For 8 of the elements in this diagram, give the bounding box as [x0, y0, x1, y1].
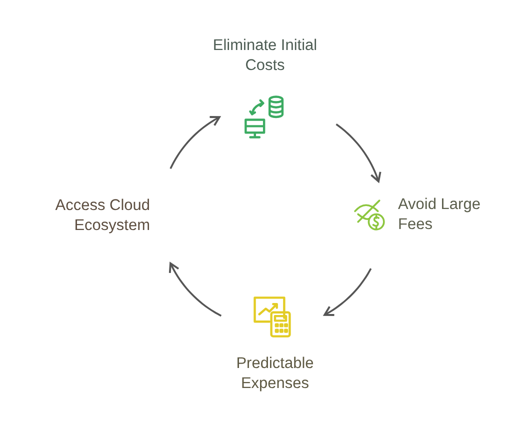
step-label: Access Cloud Ecosystem [54, 196, 150, 236]
curved-arrow [336, 124, 382, 182]
curved-arrow [168, 262, 222, 317]
curved-arrow [170, 116, 220, 170]
curved-arrow [324, 268, 372, 316]
step-label: Predictable Expenses [235, 354, 315, 394]
step-label: Eliminate Initial Costs [212, 36, 318, 76]
step-label: Avoid Large Fees [398, 195, 482, 235]
